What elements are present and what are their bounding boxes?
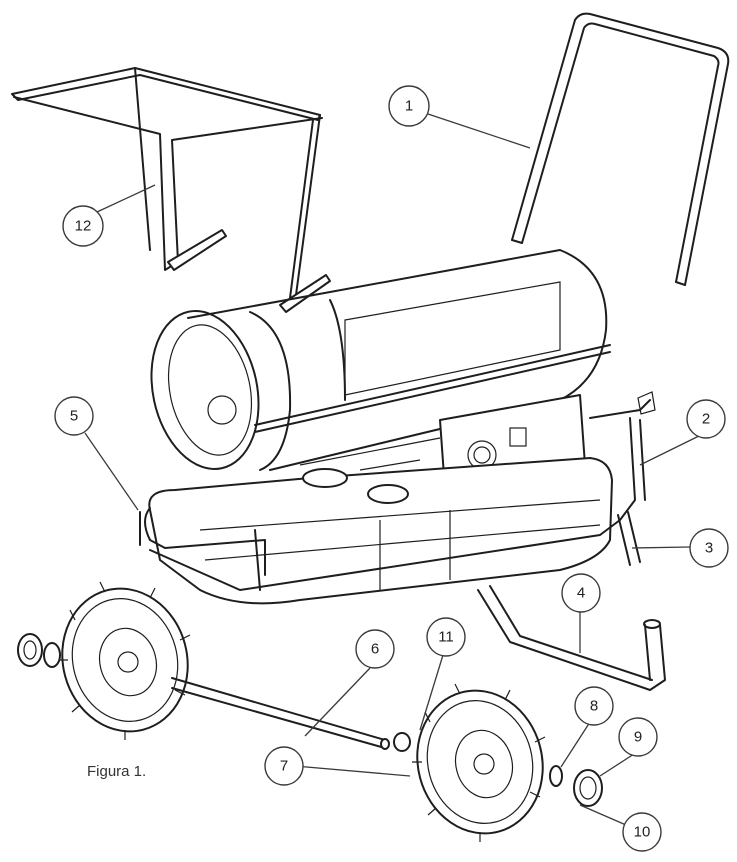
callout-11: 11 xyxy=(426,617,466,657)
svg-text:11: 11 xyxy=(438,629,454,646)
callout-12: 12 xyxy=(62,205,104,247)
callout-8: 8 xyxy=(574,686,614,726)
handle-part-1 xyxy=(511,12,730,286)
cap-left xyxy=(17,633,61,668)
axle-part-6 xyxy=(171,677,390,750)
svg-text:3: 3 xyxy=(705,540,713,557)
callout-7: 7 xyxy=(264,746,304,786)
svg-text:9: 9 xyxy=(634,729,642,746)
callout-4: 4 xyxy=(561,573,601,613)
callout-9: 9 xyxy=(618,717,658,757)
svg-text:8: 8 xyxy=(590,698,598,715)
callout-2: 2 xyxy=(686,399,726,439)
svg-text:2: 2 xyxy=(702,411,710,428)
svg-text:5: 5 xyxy=(70,408,78,425)
figure-caption: Figura 1. xyxy=(87,763,147,780)
callout-5: 5 xyxy=(54,396,94,436)
cord-bracket-part-2 xyxy=(589,391,656,521)
leader-lines xyxy=(84,113,706,826)
svg-text:10: 10 xyxy=(634,824,651,841)
wire-frame-part-12 xyxy=(11,67,331,313)
svg-text:4: 4 xyxy=(577,585,585,602)
callout-1: 1 xyxy=(388,85,430,127)
svg-text:1: 1 xyxy=(405,98,413,115)
wheel-left xyxy=(58,581,191,740)
bushing-part-11 xyxy=(393,732,411,752)
callout-10: 10 xyxy=(622,812,662,852)
rear-leg-part-3 xyxy=(617,511,641,566)
wheel-right xyxy=(412,683,546,842)
u-leg-part-4 xyxy=(477,585,666,691)
svg-text:7: 7 xyxy=(280,758,288,775)
washer-part-8 xyxy=(549,765,563,787)
frame-part-5 xyxy=(139,507,621,591)
callout-3: 3 xyxy=(689,528,729,568)
svg-text:6: 6 xyxy=(371,641,379,658)
svg-text:12: 12 xyxy=(75,218,92,235)
heater-body xyxy=(150,249,611,471)
callout-6: 6 xyxy=(355,629,395,669)
cap-part-9 xyxy=(573,769,603,807)
